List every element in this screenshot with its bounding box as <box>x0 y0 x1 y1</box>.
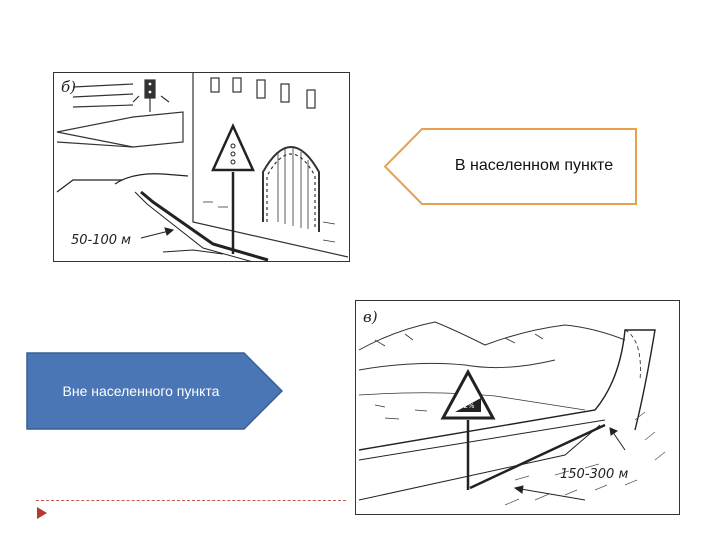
sign-grade-label: 12% <box>459 402 475 410</box>
distance-label-outside: 150-300 м <box>560 467 628 482</box>
callout-in-town-label: В населенном пункте <box>454 157 614 175</box>
illustration-in-town: б) 50-100 м <box>53 72 350 262</box>
steep-descent-warning-sign-icon: 12% <box>440 368 496 490</box>
triangle-bullet-icon <box>37 507 47 519</box>
footer-divider <box>36 500 346 501</box>
callout-outside-town: Вне населенного пункта <box>26 352 283 430</box>
callout-outside-town-label: Вне населенного пункта <box>62 383 220 399</box>
illustration-letter-b: б) <box>61 78 76 96</box>
distance-label-town: 50-100 м <box>71 233 131 248</box>
callout-in-town: В населенном пункте <box>384 128 637 205</box>
traffic-light-warning-sign-icon <box>211 122 255 254</box>
illustration-letter-v: в) <box>363 308 378 326</box>
illustration-outside-town: в) 150-300 м 12% <box>355 300 680 515</box>
